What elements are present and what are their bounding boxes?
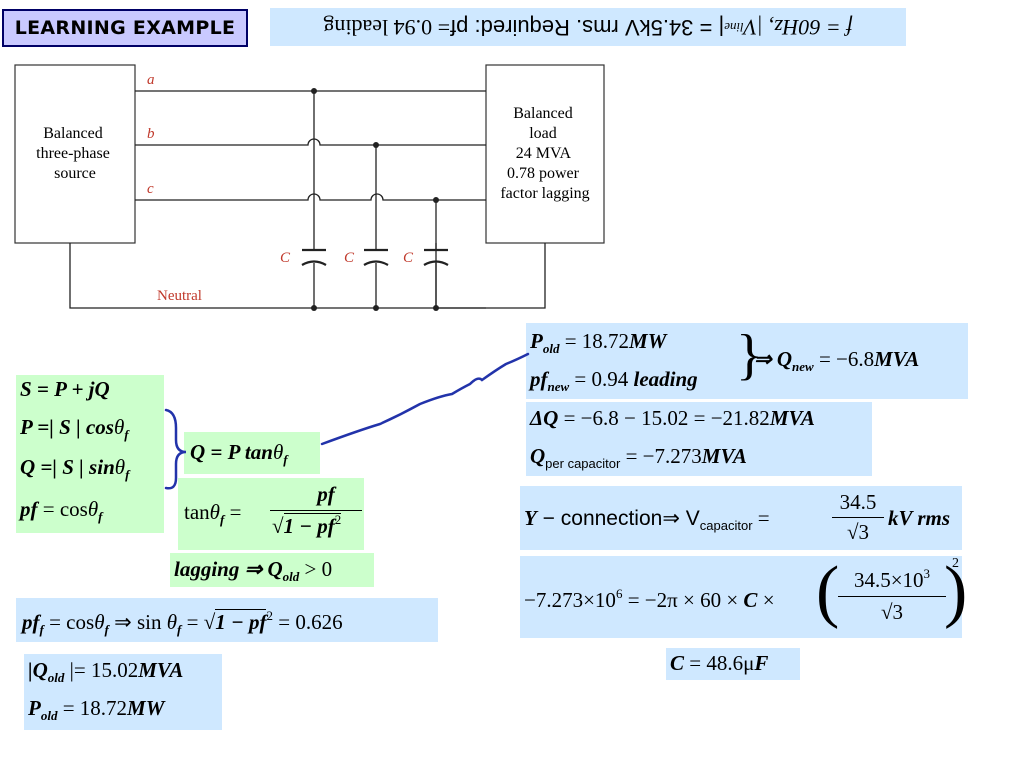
arrow-annotation — [320, 352, 530, 446]
q-tan-box: Q = P tanθf — [184, 432, 320, 474]
p-old-line: Pold = 18.72MW — [530, 329, 667, 356]
source-label: Balanced three-phase source — [36, 125, 114, 182]
tan-numerator: pf — [317, 482, 335, 506]
slide-title: LEARNING EXAMPLE — [2, 9, 248, 47]
q-new-box: Pold = 18.72MW pfnew = 0.94 leading } ⇒ … — [526, 323, 968, 399]
load-block — [485, 64, 605, 244]
phase-a-label: a — [147, 72, 155, 88]
phase-c-line — [135, 193, 486, 201]
capacitors — [301, 248, 449, 266]
phase-c-label: c — [147, 181, 154, 197]
load-label: Balanced load 24 MVA 0.78 power factor l… — [500, 105, 589, 202]
lagging-text: lagging — [174, 557, 240, 581]
complex-power-eq: S = P + jQ — [20, 377, 110, 401]
q-new-result: ⇒ Qnew = −6.8MVA — [754, 347, 920, 374]
capacitor-label: C — [403, 250, 414, 266]
capacitance-result: C = 48.6μF — [670, 651, 769, 675]
capacitance-equation: −7.273×106 = −2π × 60 × C × — [524, 586, 775, 612]
title-text: LEARNING EXAMPLE — [14, 17, 236, 39]
delta-q-eq: ΔQ = −6.8 − 15.02 = −21.82MVA — [530, 406, 815, 430]
capacitor-label: C — [280, 250, 291, 266]
capacitance-equation-box: −7.273×106 = −2π × 60 × C × ( 34.5×103 √… — [520, 553, 967, 638]
real-power-eq: P =| S | cosθf — [20, 415, 129, 442]
reactive-power-eq: Q =| S | sinθf — [20, 455, 130, 482]
pf-sin-box: pff = cosθf ⇒ sin θf = √1 − pf2 = 0.626 — [16, 598, 438, 642]
q-per-capacitor-eq: Qper capacitor = −7.273MVA — [530, 444, 747, 471]
capacitor-label: C — [344, 250, 355, 266]
power-factor-eq: pf = cosθf — [20, 497, 103, 524]
phase-b-label: b — [147, 126, 155, 142]
tan-denominator: 1 − pf — [283, 514, 335, 538]
q-tan-eq: Q = P tan — [190, 440, 273, 464]
y-connection-eq: Y − connection⇒ Vcapacitor = — [524, 506, 770, 533]
p-old-eq: Pold = 18.72MW — [28, 696, 165, 723]
circuit-diagram: Balanced three-phase source Balanced loa… — [10, 60, 610, 318]
tan-formula-box: tanθf = pf √1 − pf2 — [178, 478, 364, 550]
source-block — [14, 64, 136, 244]
neutral-label: Neutral — [157, 288, 202, 304]
delta-q-box: ΔQ = −6.8 − 15.02 = −21.82MVA Qper capac… — [526, 402, 872, 476]
pf-new-line: pfnew = 0.94 leading — [530, 367, 698, 394]
y-connection-box: Y − connection⇒ Vcapacitor = 34.5 √3 kV … — [520, 486, 962, 550]
q-old-eq: |Qold |= 15.02MVA — [28, 658, 184, 685]
old-power-box: |Qold |= 15.02MVA Pold = 18.72MW — [24, 654, 222, 730]
lagging-box: lagging ⇒ Qold > 0 — [170, 553, 374, 587]
capacitance-result-box: C = 48.6μF — [666, 648, 800, 680]
sin-value: = 0.626 — [272, 610, 343, 634]
brace-annotation — [164, 408, 187, 490]
phase-b-line — [135, 138, 486, 146]
power-definitions-box: S = P + jQ P =| S | cosθf Q =| S | sinθf… — [16, 375, 164, 533]
